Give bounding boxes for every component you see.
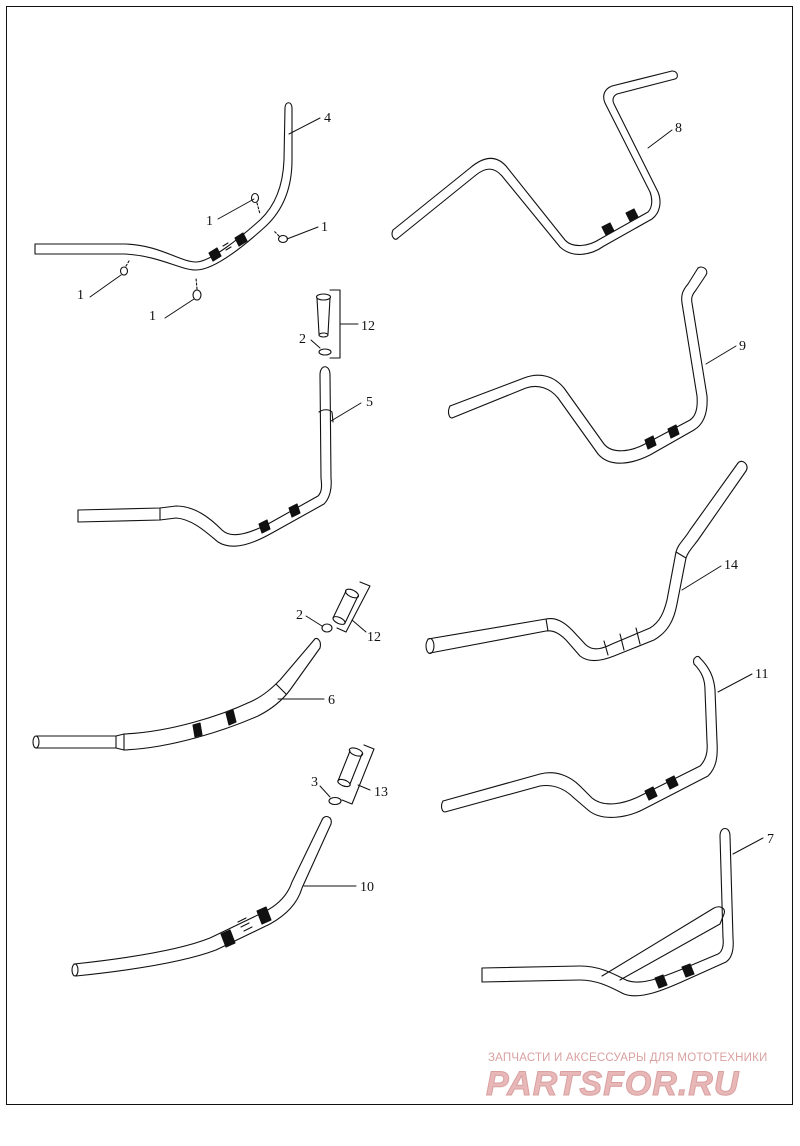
- callout-11: 11: [755, 667, 768, 682]
- handlebar-5: [77, 366, 334, 547]
- callout-9: 9: [739, 339, 746, 354]
- handlebar-14: [425, 460, 748, 662]
- handlebar-11: [440, 655, 718, 818]
- grip-insert-12-middle: [321, 581, 371, 633]
- drawing-frame: [6, 6, 793, 1105]
- callout-6: 6: [328, 693, 335, 708]
- handlebar-7: [481, 827, 734, 997]
- callout-1: 1: [77, 288, 84, 303]
- callout-12: 12: [361, 319, 375, 334]
- callout-numbers: 4 1 1 1 1 8 12 2 5 9 14 2 12 6 11 3 13 1…: [77, 111, 774, 895]
- handlebar-6: [32, 637, 321, 751]
- handlebar-10: [71, 815, 332, 977]
- callout-7: 7: [767, 832, 774, 847]
- callout-5: 5: [366, 395, 373, 410]
- handlebar-8: [391, 70, 678, 255]
- callout-1: 1: [149, 309, 156, 324]
- callout-2: 2: [299, 332, 306, 347]
- callout-1: 1: [206, 214, 213, 229]
- grip-insert-13: [328, 744, 375, 806]
- watermark-logo-text: PARTSFOR.RU: [486, 1065, 740, 1102]
- handlebar-9: [447, 266, 708, 464]
- callout-1: 1: [321, 220, 328, 235]
- callout-10: 10: [360, 880, 374, 895]
- callout-12: 12: [367, 630, 381, 645]
- leader-lines: [89, 117, 764, 887]
- watermark-logo: PARTSFOR.RU: [486, 1065, 740, 1103]
- callout-8: 8: [675, 121, 682, 136]
- callout-14: 14: [724, 558, 738, 573]
- watermark-tagline: ЗАПЧАСТИ И АКСЕССУАРЫ ДЛЯ МОТОТЕХНИКИ: [488, 1052, 768, 1064]
- callout-3: 3: [311, 775, 318, 790]
- callout-4: 4: [324, 111, 331, 126]
- callout-13: 13: [374, 785, 388, 800]
- handlebar-4: [34, 102, 293, 301]
- callout-2: 2: [296, 608, 303, 623]
